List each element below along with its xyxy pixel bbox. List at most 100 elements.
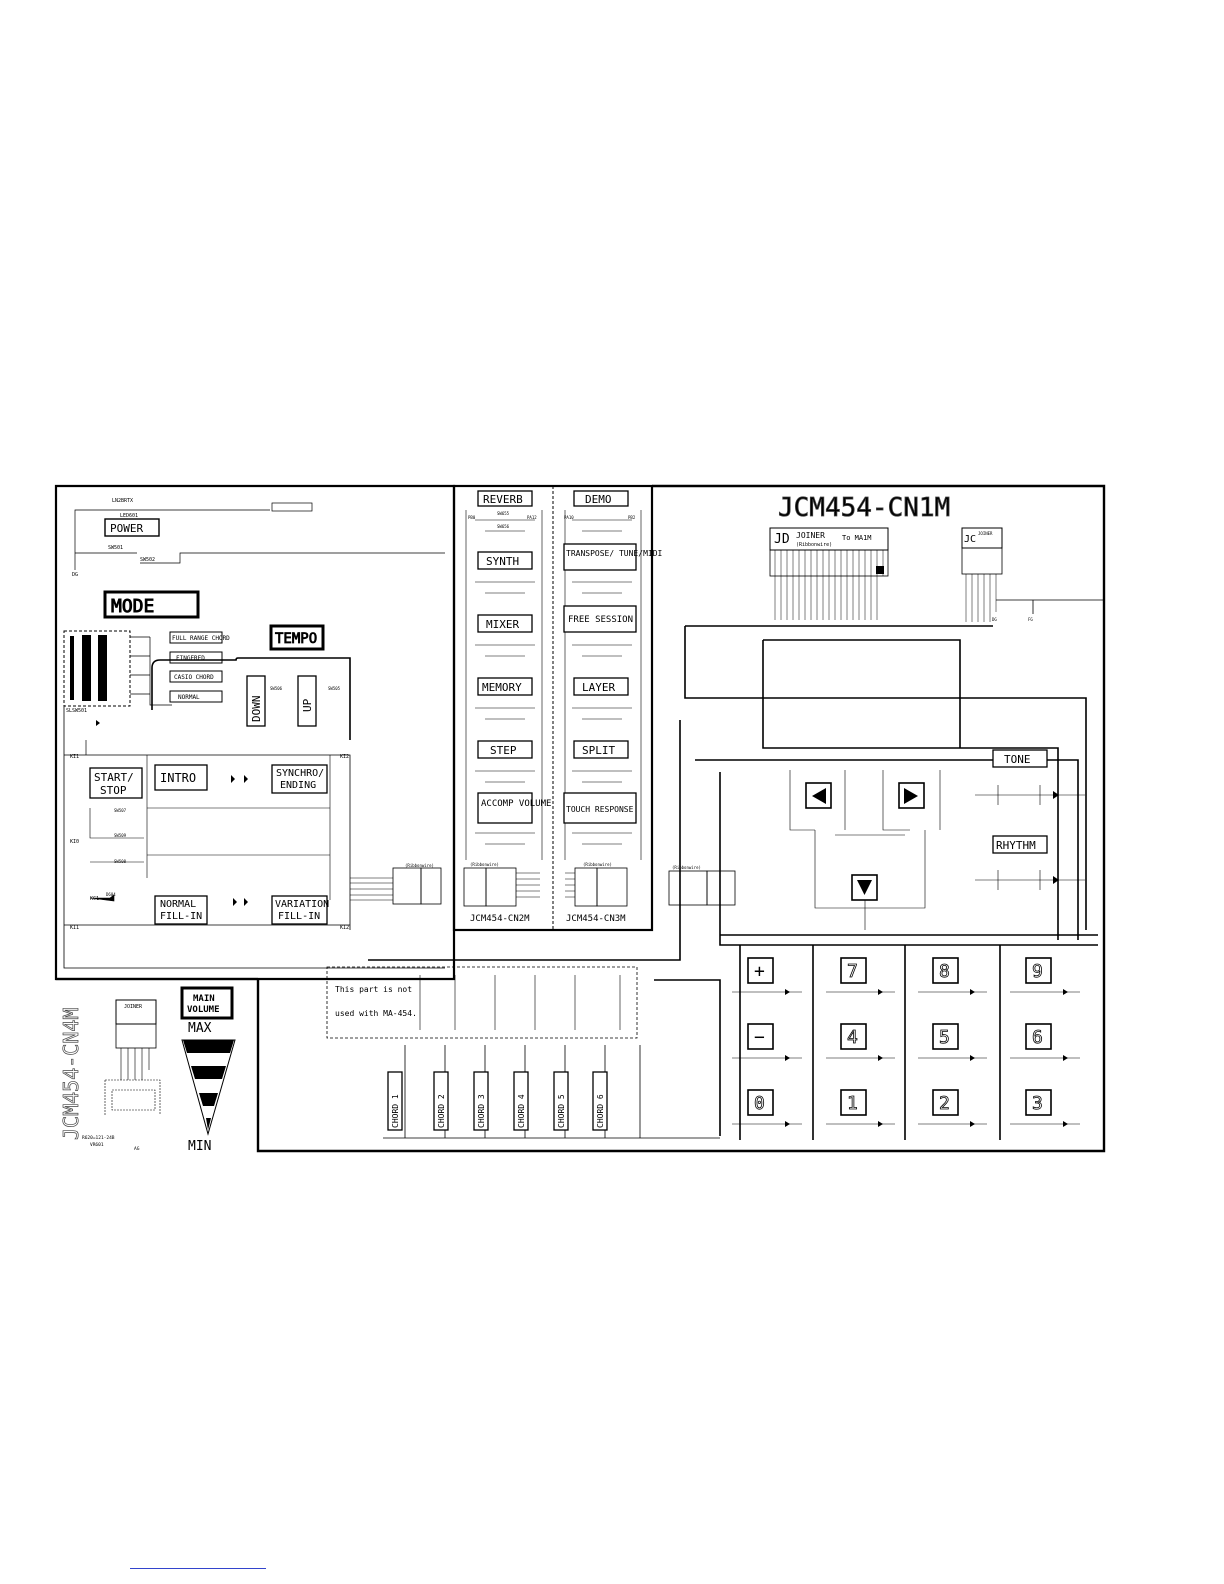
volume-min-label: MIN — [188, 1139, 211, 1154]
chord-5-button[interactable] — [553, 1071, 569, 1131]
chord-3-button[interactable] — [473, 1071, 489, 1131]
svg-text:3: 3 — [1032, 1093, 1043, 1114]
svg-text:VOLUME: VOLUME — [187, 1005, 220, 1015]
cn3m-panel: DEMO TRANSPOSE/ TUNE/MIDI FREE SESSION L… — [563, 490, 663, 907]
mode-title-box — [103, 590, 200, 619]
tempo-title-box — [269, 624, 325, 651]
numpad-key-plus[interactable] — [747, 957, 774, 984]
start-stop-button[interactable] — [89, 767, 143, 799]
svg-text:VARIATION: VARIATION — [275, 899, 329, 910]
rhythm-button[interactable] — [992, 835, 1048, 854]
tempo-down-button[interactable] — [246, 675, 266, 727]
svg-text:RHYTHM: RHYTHM — [996, 839, 1036, 852]
numpad-key-4[interactable] — [840, 1023, 867, 1050]
svg-text:LED601: LED601 — [120, 513, 138, 519]
svg-text:JC: JC — [964, 534, 976, 545]
svg-text:PA12: PA12 — [527, 515, 537, 520]
svg-text:SW506: SW506 — [270, 686, 283, 691]
memory-button[interactable] — [477, 677, 533, 696]
numpad-key-5[interactable] — [932, 1023, 959, 1050]
cursor-down-button[interactable] — [851, 874, 878, 901]
synth-button[interactable] — [477, 551, 533, 570]
svg-text:NORMAL: NORMAL — [160, 899, 196, 910]
cn1m-panel: JD JOINER (Ribbonwire) To MA1M JC JOINER… — [326, 527, 1104, 1140]
numpad-key-3[interactable] — [1025, 1089, 1052, 1116]
svg-text:(Ribbonwire): (Ribbonwire) — [583, 862, 612, 867]
svg-text:KI1: KI1 — [70, 925, 79, 931]
svg-text:CHORD 6: CHORD 6 — [596, 1094, 605, 1128]
chord-buttons: CHORD 1 CHORD 2 CHORD 3 CHORD 4 CHORD 5 … — [383, 1045, 720, 1139]
svg-text:VR601: VR601 — [90, 1142, 104, 1148]
synchro-ending-button[interactable] — [271, 764, 328, 794]
svg-text:NORMAL: NORMAL — [178, 694, 200, 701]
touch-response-button[interactable] — [563, 792, 637, 824]
split-button[interactable] — [573, 740, 629, 759]
chord-1-button[interactable] — [387, 1071, 403, 1131]
numpad: + 7 8 9 − 4 5 6 0 1 2 3 — [732, 957, 1080, 1127]
svg-text:JOINER: JOINER — [978, 531, 993, 536]
svg-text:DG: DG — [992, 617, 997, 622]
svg-text:JD: JD — [774, 532, 790, 547]
normal-fill-in-button[interactable] — [154, 895, 208, 925]
cn2m-title: JCM454-CN2M — [470, 914, 530, 924]
footer-link-underline[interactable] — [130, 1568, 266, 1569]
svg-text:MAIN: MAIN — [193, 994, 215, 1004]
svg-text:FILL-IN: FILL-IN — [278, 911, 320, 922]
chord-4-button[interactable] — [513, 1071, 529, 1131]
reverb-button[interactable] — [477, 490, 533, 507]
transpose-tune-midi-button[interactable] — [563, 543, 637, 571]
chord-6-button[interactable] — [592, 1071, 608, 1131]
svg-text:INTRO: INTRO — [160, 771, 196, 785]
power-button[interactable] — [104, 518, 160, 537]
cn1m-joiner-label: JOINER — [796, 531, 825, 540]
numpad-key-2[interactable] — [932, 1089, 959, 1116]
numpad-key-minus[interactable] — [747, 1023, 774, 1050]
mode-option-fingered[interactable] — [169, 651, 223, 664]
svg-text:+: + — [754, 961, 765, 982]
cn4m-joiner: JOINER — [124, 1004, 143, 1010]
numpad-key-7[interactable] — [840, 957, 867, 984]
mode-option-full-range-chord[interactable] — [169, 631, 223, 644]
accomp-volume-button[interactable] — [477, 792, 533, 824]
svg-text:CHORD 2: CHORD 2 — [437, 1094, 446, 1128]
svg-text:SW505: SW505 — [328, 686, 341, 691]
intro-button[interactable] — [154, 764, 208, 791]
demo-button[interactable] — [573, 490, 629, 507]
svg-text:SW502: SW502 — [140, 557, 155, 563]
free-session-button[interactable] — [563, 605, 637, 633]
svg-text:SW509: SW509 — [114, 833, 127, 838]
mixer-button[interactable] — [477, 614, 533, 633]
svg-text:TOUCH RESPONSE: TOUCH RESPONSE — [566, 805, 634, 814]
cn4m-title: JCM454-CN4M — [59, 1008, 83, 1140]
svg-text:SYNCHRO/: SYNCHRO/ — [276, 768, 324, 779]
svg-text:STEP: STEP — [490, 744, 517, 757]
numpad-key-1[interactable] — [840, 1089, 867, 1116]
cn3m-title: JCM454-CN3M — [566, 914, 626, 924]
chord-2-button[interactable] — [433, 1071, 449, 1131]
mode-option-casio-chord[interactable] — [169, 670, 223, 683]
layer-button[interactable] — [573, 677, 629, 696]
cn1m-joiner-to: To MA1M — [842, 534, 872, 542]
tempo-up-button[interactable] — [297, 675, 317, 727]
numpad-key-0[interactable] — [747, 1089, 774, 1116]
numpad-key-8[interactable] — [932, 957, 959, 984]
numpad-key-6[interactable] — [1025, 1023, 1052, 1050]
mode-title: MODE — [111, 596, 154, 617]
svg-text:FILL-IN: FILL-IN — [160, 911, 202, 922]
svg-text:ACCOMP VOLUME: ACCOMP VOLUME — [481, 799, 551, 809]
mode-option-normal[interactable] — [169, 690, 223, 703]
numpad-key-9[interactable] — [1025, 957, 1052, 984]
svg-text:FULL RANGE CHORD: FULL RANGE CHORD — [172, 635, 230, 642]
svg-text:5: 5 — [939, 1027, 950, 1048]
svg-text:DOWN: DOWN — [250, 696, 263, 723]
svg-text:0: 0 — [754, 1093, 765, 1114]
svg-text:CHORD 5: CHORD 5 — [557, 1094, 566, 1128]
svg-text:PA10: PA10 — [564, 515, 574, 520]
not-used-note-line2: used with MA-454. — [335, 1009, 417, 1018]
tone-button[interactable] — [992, 749, 1048, 768]
svg-text:SW507: SW507 — [114, 808, 127, 813]
svg-text:7: 7 — [847, 961, 858, 982]
variation-fill-in-button[interactable] — [271, 895, 328, 925]
step-button[interactable] — [477, 740, 533, 759]
svg-text:KC1: KC1 — [90, 896, 99, 902]
